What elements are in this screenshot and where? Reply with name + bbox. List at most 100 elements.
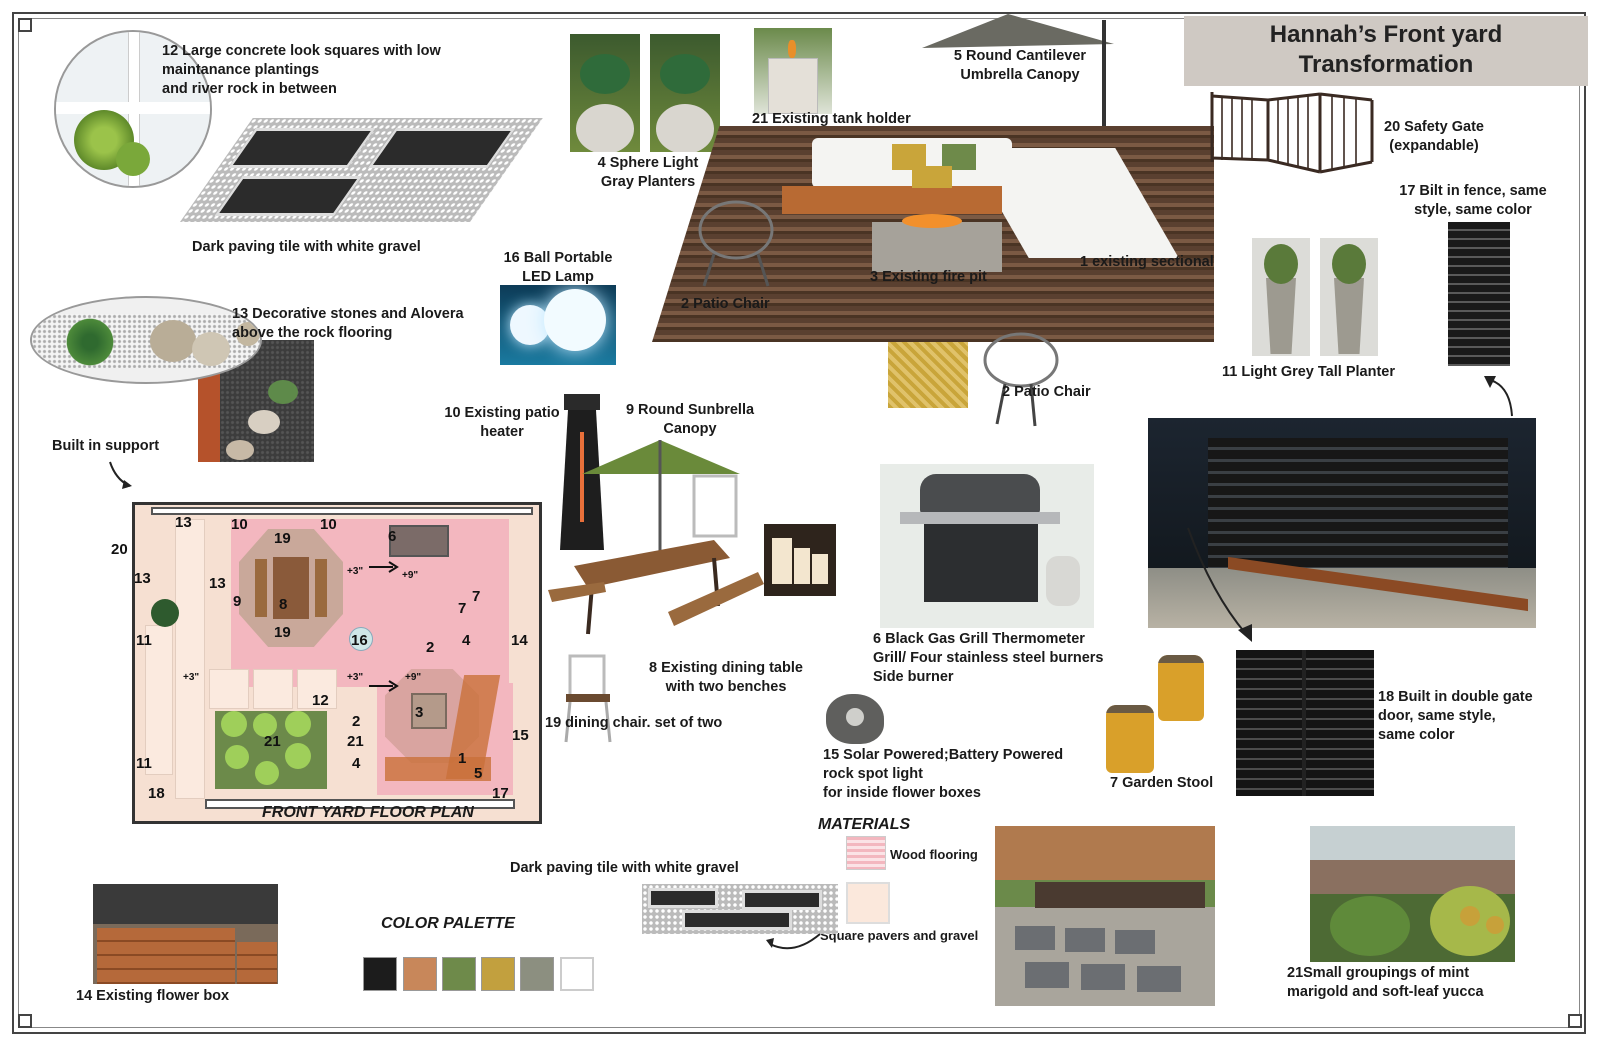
palette-swatch-black: [363, 957, 397, 991]
arrow-icon: [369, 561, 399, 573]
led-lamp-image: [500, 285, 616, 365]
label-paving-top: Dark paving tile with white gravel: [192, 239, 421, 255]
plan-number: 19: [274, 530, 291, 547]
dining-set-image: [548, 440, 764, 635]
plan-number: 17: [492, 785, 509, 802]
plan-number: 19: [274, 624, 291, 641]
page-inner-frame: [18, 18, 1580, 1028]
plan-number: 5: [474, 765, 483, 782]
floor-plan-title: FRONT YARD FLOOR PLAN: [262, 804, 474, 821]
arrow-icon: [1484, 376, 1513, 417]
label-wood-flooring: Wood flooring: [890, 847, 978, 862]
arrow-icon: [109, 461, 132, 489]
tall-planter-image: [1320, 238, 1378, 356]
patio-chair-image: [983, 332, 1059, 427]
flower-box-photo: [93, 884, 278, 984]
arrow-icon: [766, 933, 821, 950]
label-built-in-support: Built in support: [52, 438, 160, 454]
plan-number: 16: [351, 632, 368, 649]
rock-spot-light-image: [826, 694, 884, 744]
title-line-1: Hannah’s Front yard: [1269, 21, 1503, 48]
plan-number: 15: [512, 727, 529, 744]
garden-stool-image: [1158, 655, 1204, 721]
deck-sectional-image: [652, 126, 1214, 342]
palette-swatch-white: [560, 957, 594, 991]
plan-number: 7: [458, 600, 467, 617]
palette-swatch-gray: [520, 957, 554, 991]
sphere-planter-image: [570, 34, 640, 152]
plan-number: 10: [231, 516, 248, 533]
label-item-21-marigold: 21Small groupings of mint marigold and s…: [1287, 965, 1484, 1000]
label-item-21-tank: 21 Existing tank holder: [752, 111, 911, 127]
detail-zoom-circle: [54, 30, 212, 188]
plan-dimension: +9": [405, 672, 422, 683]
tall-planter-image: [1252, 238, 1310, 356]
garden-stool-image: [1106, 705, 1154, 773]
label-item-3: 3 Existing fire pit: [870, 269, 987, 285]
label-item-20: 20 Safety Gate (expandable): [1384, 119, 1484, 154]
plan-number: 10: [320, 516, 337, 533]
floor-plan: [132, 502, 542, 824]
corner-ornament: [18, 1014, 32, 1028]
safety-gate-image: [1210, 92, 1374, 174]
label-item-1: 1 existing sectional: [1080, 254, 1214, 270]
corner-ornament: [18, 18, 32, 32]
plan-dimension: +3": [347, 672, 364, 683]
plan-number: 11: [136, 632, 152, 649]
plan-number: 13: [175, 514, 192, 531]
label-item-12: 12 Large concrete look squares with low …: [162, 43, 441, 97]
plan-number: 13: [209, 575, 226, 592]
plan-dimension: +9": [402, 570, 419, 581]
paving-tile-image-small: [642, 884, 838, 934]
plan-number: 1: [458, 750, 467, 767]
arrow-icon: [369, 680, 399, 692]
color-palette-heading: COLOR PALETTE: [381, 915, 515, 932]
plan-number: 3: [415, 704, 424, 721]
label-item-13: 13 Decorative stones and Alovera above t…: [232, 306, 464, 341]
label-item-11: 11 Light Grey Tall Planter: [1222, 364, 1395, 380]
plan-number: 2: [352, 713, 361, 730]
plan-number: 4: [462, 632, 471, 649]
label-item-15: 15 Solar Powered;Battery Powered rock sp…: [823, 747, 1064, 801]
plan-number: 9: [233, 593, 242, 610]
plan-number: 13: [134, 570, 151, 587]
patio-pavers-photo: [995, 826, 1215, 1006]
plan-number: 4: [352, 755, 361, 772]
plan-number: 21: [264, 733, 281, 750]
label-item-19: 19 dining chair. set of two: [545, 715, 723, 731]
patio-heater-image: [560, 394, 604, 550]
plan-number: 20: [111, 541, 128, 558]
label-item-16: 16 Ball Portable LED Lamp: [503, 250, 613, 285]
marigold-yucca-photo: [1310, 826, 1515, 962]
plan-number: 6: [388, 528, 397, 545]
palette-swatch-green: [442, 957, 476, 991]
double-gate-image: [1236, 650, 1374, 796]
candles-image: [764, 524, 836, 596]
plan-number: 8: [279, 596, 288, 613]
materials-heading: MATERIALS: [818, 816, 911, 833]
tank-holder-image: [754, 28, 832, 114]
label-item-18: 18 Built in double gate door, same style…: [1378, 689, 1533, 743]
plan-dimension: +3": [347, 566, 364, 577]
page-frame: [12, 12, 1586, 1034]
title-banner: Hannah’s Front yard Transformation: [1184, 16, 1588, 86]
plan-number: 2: [426, 639, 435, 656]
label-item-17: 17 Bilt in fence, same style, same color: [1399, 183, 1547, 218]
throw-blanket-image: [888, 342, 968, 408]
label-item-5: 5 Round Cantilever Umbrella Canopy: [953, 48, 1087, 83]
title-line-2: Transformation: [1298, 51, 1474, 78]
label-square-pavers: Square pavers and gravel: [820, 928, 979, 943]
label-item-8: 8 Existing dining table with two benches: [649, 660, 803, 695]
arrow-icon: [1187, 527, 1252, 642]
label-item-10: 10 Existing patio heater: [444, 405, 560, 440]
stones-zoom-ellipse: [30, 296, 262, 384]
plan-number: 12: [312, 692, 329, 709]
label-item-2b: 2 Patio Chair: [1002, 384, 1091, 400]
label-paving-bottom: Dark paving tile with white gravel: [510, 860, 739, 876]
sphere-planter-image: [650, 34, 720, 152]
wood-flooring-swatch: [846, 836, 886, 870]
plan-number: 7: [472, 588, 481, 605]
plan-number: 11: [136, 755, 152, 772]
palette-swatch-terracotta: [403, 957, 437, 991]
label-item-4: 4 Sphere Light Gray Planters: [597, 155, 699, 190]
